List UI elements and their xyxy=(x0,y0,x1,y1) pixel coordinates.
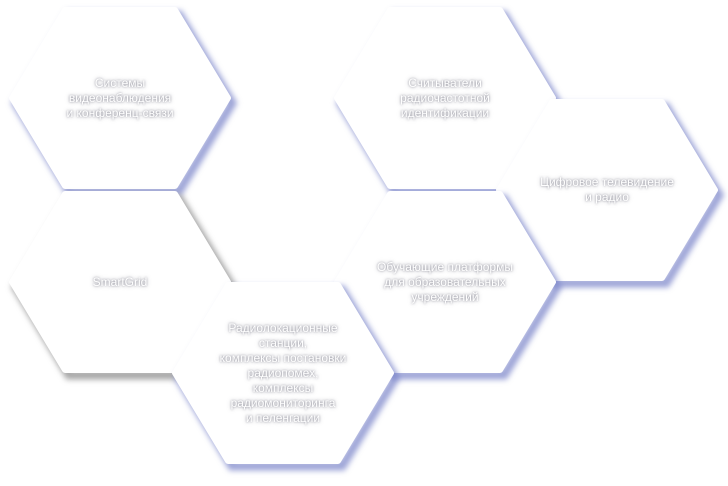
hex-shape xyxy=(334,7,563,196)
hex-shape xyxy=(172,282,401,471)
hex-video-surveillance[interactable]: Системы видеонаблюдения и конференц-связ… xyxy=(9,7,238,196)
hex-shape xyxy=(496,99,725,288)
hex-radar-stations[interactable]: Радиолокационные станции, комплексы пост… xyxy=(172,282,401,471)
hex-shape xyxy=(9,7,238,196)
